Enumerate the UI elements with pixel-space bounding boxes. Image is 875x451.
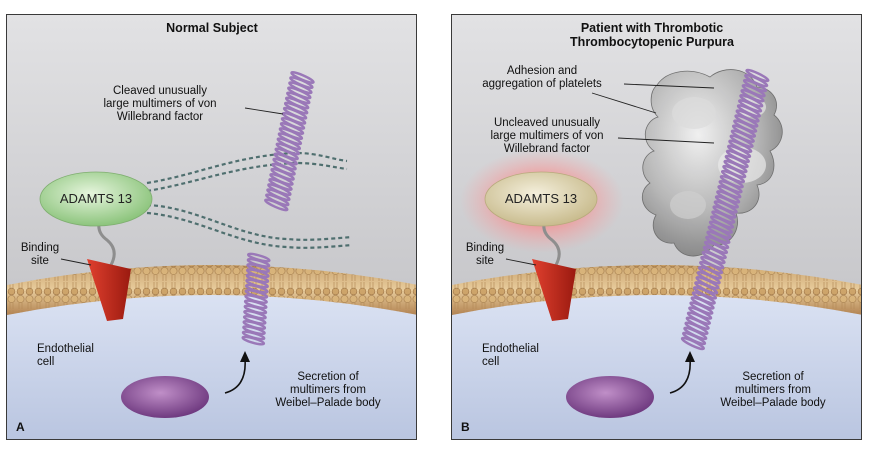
cleaved-multimer-strands xyxy=(146,151,353,249)
endothelial-cell-interior xyxy=(7,283,416,439)
binding-site-receptor xyxy=(87,259,131,321)
vwf-multimer-coil-lower xyxy=(241,252,271,346)
vwf-multimer-coil-upper xyxy=(264,71,315,212)
panel-a-title: Normal Subject xyxy=(166,21,258,35)
weibel-palade-body xyxy=(121,376,209,418)
panel-ttp-patient: Patient with Thrombotic Thrombocytopenic… xyxy=(451,14,862,440)
adamts13-label: ADAMTS 13 xyxy=(59,191,133,206)
diagram-patient xyxy=(452,15,861,439)
secretion-label: Secretion of multimers from Weibel–Palad… xyxy=(720,371,826,409)
coil-turn xyxy=(241,335,266,346)
adhesion-label: Adhesion and aggregation of platelets xyxy=(482,65,602,90)
coil-turn xyxy=(264,198,289,212)
secretion-label: Secretion of multimers from Weibel–Palad… xyxy=(275,371,381,409)
adamts13-enzyme xyxy=(484,171,598,227)
vwf-multimer-coil-uncleaved xyxy=(680,68,770,351)
uncleaved-label: Uncleaved unusually large multimers of v… xyxy=(490,117,604,155)
panel-b-title: Patient with Thrombotic Thrombocytopenic… xyxy=(570,21,734,49)
binding-site-receptor xyxy=(532,259,576,321)
panel-letter-a: A xyxy=(16,420,25,434)
endothelial-cell-label: Endothelial cell xyxy=(37,343,94,368)
adamts13-label: ADAMTS 13 xyxy=(504,191,578,206)
panel-normal-subject: Normal Subject Cleaved unusually large m… xyxy=(6,14,417,440)
endothelial-cell-label: Endothelial cell xyxy=(482,343,539,368)
coil-turn xyxy=(680,336,705,351)
binding-site-label: Binding site xyxy=(20,242,60,267)
cleaved-label: Cleaved unusually large multimers of von… xyxy=(103,85,217,123)
diagram-normal xyxy=(7,15,416,439)
panel-letter-b: B xyxy=(461,420,470,434)
adamts13-enzyme xyxy=(39,171,153,227)
endothelial-cell-interior xyxy=(452,283,861,439)
binding-site-label: Binding site xyxy=(465,242,505,267)
weibel-palade-body xyxy=(566,376,654,418)
